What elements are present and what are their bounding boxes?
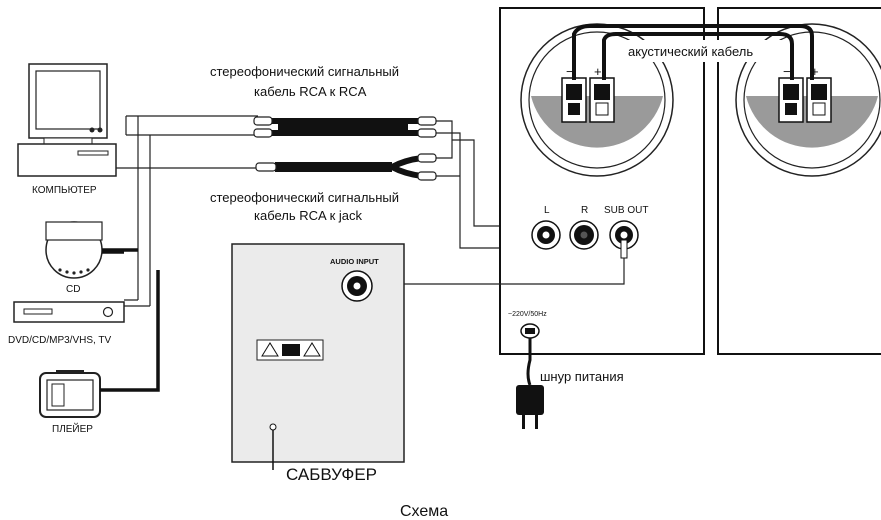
power-cord-wire: [526, 338, 532, 386]
power-plug-icon: [516, 385, 544, 429]
upper-bus-wire: [125, 115, 258, 300]
speaker-cable-label: акустический кабель: [628, 44, 753, 59]
jack-l-socket[interactable]: [531, 220, 561, 250]
jack-sub-out-socket[interactable]: [609, 220, 639, 250]
rca-rca-caption-2: кабель RCA к RCA: [254, 84, 367, 99]
right-minus-label: −: [783, 64, 791, 79]
cd-label: CD: [66, 284, 80, 295]
jack-l-label: L: [544, 205, 550, 216]
power-socket: [520, 323, 540, 339]
speaker-cable-label-bg: [624, 40, 788, 62]
dvd-label: DVD/CD/MP3/VHS, TV: [8, 335, 111, 346]
player-wire: [100, 248, 160, 392]
speaker-cable-wire: [572, 24, 814, 80]
dvd-player-icon: [13, 301, 125, 323]
audio-input-label: AUDIO INPUT: [330, 257, 379, 266]
portable-player-icon: [39, 370, 101, 418]
jack-sub-out-label: SUB OUT: [604, 205, 648, 216]
rca-to-rca-cable: [253, 116, 437, 138]
cd-player-icon: [45, 221, 103, 279]
jack-r-label: R: [581, 205, 588, 216]
power-rating-label: ~220V/50Hz: [508, 311, 547, 318]
audio-input-socket[interactable]: [341, 270, 373, 302]
source-link-wire: [124, 135, 151, 307]
right-terminal-panel: [735, 23, 881, 177]
computer-label: КОМПЬЮТЕР: [32, 185, 97, 196]
player-label: ПЛЕЙЕР: [52, 422, 93, 435]
rca-jack-caption-1: стереофонический сигнальный: [210, 190, 399, 205]
rca-to-jack-cable: [255, 153, 437, 181]
rca-jack-caption-2: кабель RCA к jack: [254, 208, 363, 223]
jack-r-socket[interactable]: [569, 220, 599, 250]
subwoofer-antenna-icon: [269, 423, 277, 470]
subwoofer-label: САБВУФЕР: [286, 465, 377, 484]
sub-out-plug: [620, 239, 628, 259]
computer-icon: [17, 63, 117, 177]
diagram-caption: Схема: [400, 503, 448, 520]
warning-label-icon: [256, 339, 324, 361]
power-cord-label: шнур питания: [540, 369, 624, 384]
rca-rca-caption-1: стереофонический сигнальный: [210, 64, 399, 79]
left-plus-label: +: [594, 64, 602, 79]
right-plus-label: +: [811, 64, 819, 79]
sub-out-wire: [370, 258, 625, 285]
left-minus-label: −: [566, 64, 574, 79]
